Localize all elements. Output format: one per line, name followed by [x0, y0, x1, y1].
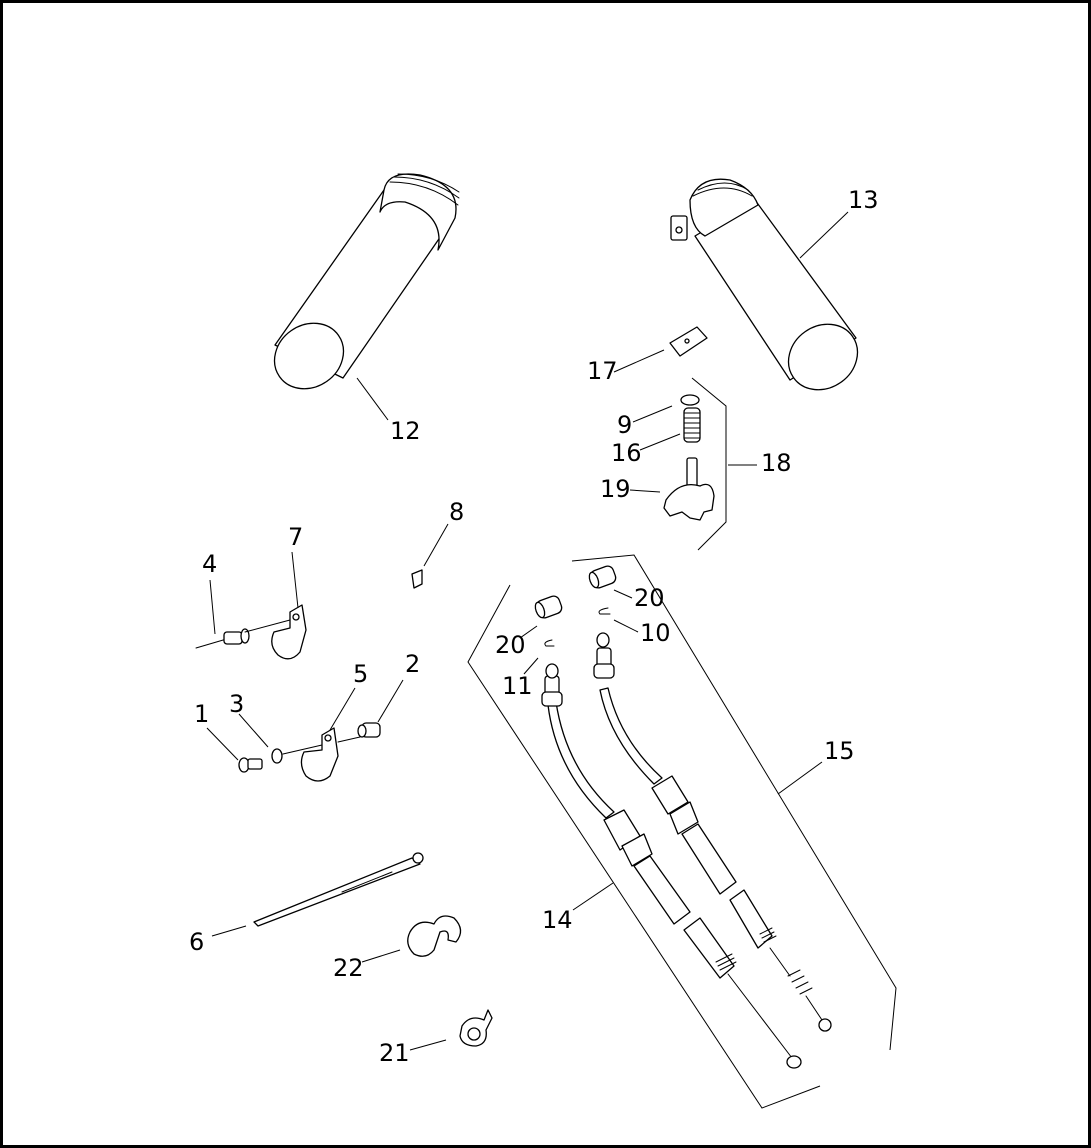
callout-18: 18 [761, 449, 792, 477]
part-21-clip [459, 1009, 493, 1047]
part-13-right-grip [670, 178, 859, 391]
part-20-ferrule-left [534, 595, 563, 619]
callout-13: 13 [848, 186, 879, 214]
callout-15: 15 [824, 737, 855, 765]
part-1-screw [238, 757, 263, 773]
callout-8: 8 [449, 498, 464, 526]
part-10-clip [598, 607, 611, 615]
callout-3: 3 [229, 690, 244, 718]
part-8-small-clip [411, 569, 423, 589]
part-17-friction-shoe [669, 326, 708, 357]
callout-12: 12 [390, 417, 421, 445]
part-14-throttle-cable [541, 663, 802, 1069]
part-5-clip [300, 727, 339, 782]
part-11-clip [544, 639, 555, 647]
callout-16: 16 [611, 439, 642, 467]
callout-11: 11 [502, 672, 533, 700]
bracket-14 [467, 584, 821, 1109]
part-2-nut [357, 722, 381, 738]
callout-21: 21 [379, 1039, 410, 1067]
part-16-spring [683, 407, 701, 443]
callout-2: 2 [405, 650, 420, 678]
callout-20-left: 20 [495, 631, 526, 659]
fastener-axis-line-2 [337, 736, 361, 743]
bracket-15 [571, 554, 897, 1051]
callout-22: 22 [333, 954, 364, 982]
fastener-axis-line [282, 744, 323, 755]
callout-17: 17 [587, 357, 618, 385]
callout-10: 10 [640, 619, 671, 647]
part-7-clip [271, 604, 307, 660]
callout-6: 6 [189, 928, 204, 956]
part-15-idle-cable [593, 632, 832, 1032]
callout-numbers: 1 2 3 4 5 6 7 8 9 10 11 12 13 14 15 16 1… [189, 186, 879, 1067]
callout-5: 5 [353, 660, 368, 688]
part-12-left-grip [273, 173, 460, 390]
callout-14: 14 [542, 906, 573, 934]
callout-20-right: 20 [634, 584, 665, 612]
callout-9: 9 [617, 411, 632, 439]
leader-lines [206, 211, 849, 1051]
callout-7: 7 [288, 523, 303, 551]
part-3-washer [271, 748, 283, 764]
part-19-adjuster-screw [663, 457, 715, 521]
callout-19: 19 [600, 475, 631, 503]
bracket-18 [691, 377, 727, 551]
callout-1: 1 [194, 700, 209, 728]
part-9-washer [680, 394, 700, 406]
part-6-cable-strap [253, 852, 424, 927]
part-4-rivet [195, 619, 291, 649]
part-22-clip [407, 915, 462, 957]
part-20-ferrule-right [588, 565, 617, 589]
callout-4: 4 [202, 550, 217, 578]
